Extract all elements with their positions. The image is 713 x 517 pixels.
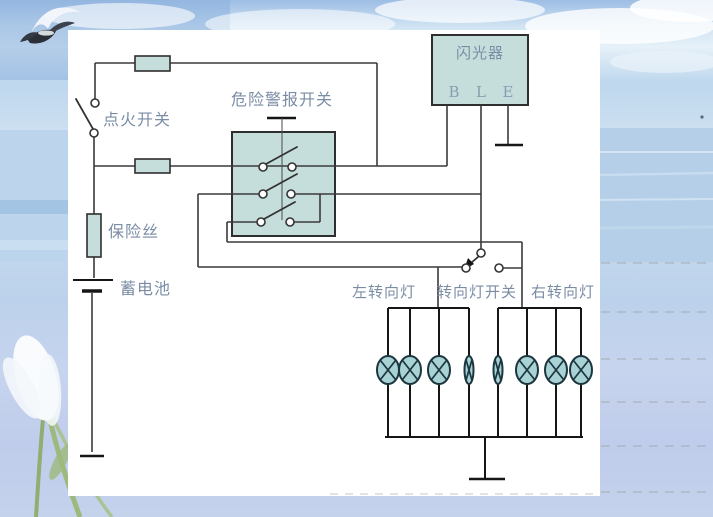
- notebook-dashed-lines: [330, 262, 711, 495]
- turn-signal-switch-label: 转向灯开关: [437, 283, 517, 301]
- lamp-icon: [515, 355, 539, 385]
- right-turn-lamps: [492, 355, 593, 385]
- diagram-panel: [68, 30, 600, 496]
- ignition-switch-icon: [75, 98, 100, 138]
- right-turn-lamps-label: 右转向灯: [531, 283, 595, 301]
- cloud: [375, 0, 545, 23]
- lamp-icon: [398, 355, 422, 385]
- flasher-terminal-e-label: E: [503, 83, 514, 101]
- battery-icon: [73, 279, 113, 293]
- hazard-switch-box: [231, 131, 336, 237]
- cloud: [630, 0, 713, 22]
- fuse-icon: [134, 158, 171, 174]
- lamp-icon: [492, 355, 504, 385]
- battery-label: 蓄电池: [120, 279, 171, 298]
- flasher-label: 闪光器: [456, 44, 504, 62]
- hazard-switch-label: 危险警报开关: [231, 90, 333, 109]
- fuse-icon: [134, 55, 171, 72]
- flasher-terminal-l-label: L: [476, 83, 486, 101]
- lamp-icon: [544, 355, 568, 385]
- flower-icon: [2, 335, 114, 517]
- flasher-terminal-b-label: B: [448, 83, 459, 101]
- distant-boat: [700, 115, 704, 119]
- lamp-icon: [463, 355, 475, 385]
- bird-icon: [20, 7, 80, 44]
- left-turn-lamps: [376, 355, 475, 385]
- lamp-icon: [427, 355, 451, 385]
- lamp-icon: [569, 355, 593, 385]
- circuit-wires: [91, 62, 523, 452]
- hazard-switch-contacts: [256, 146, 298, 227]
- lamp-wires: [385, 307, 583, 478]
- fuse-label: 保险丝: [108, 222, 159, 241]
- sea: [596, 128, 713, 262]
- cloud: [610, 51, 713, 73]
- cloud: [45, 3, 195, 29]
- fuse-icon: [86, 213, 102, 258]
- left-turn-lamps-label: 左转向灯: [352, 283, 416, 301]
- turn-signal-switch-icon: [461, 248, 504, 273]
- flasher-box: [431, 34, 529, 106]
- ignition-switch-label: 点火开关: [103, 110, 171, 129]
- lamp-icon: [376, 355, 400, 385]
